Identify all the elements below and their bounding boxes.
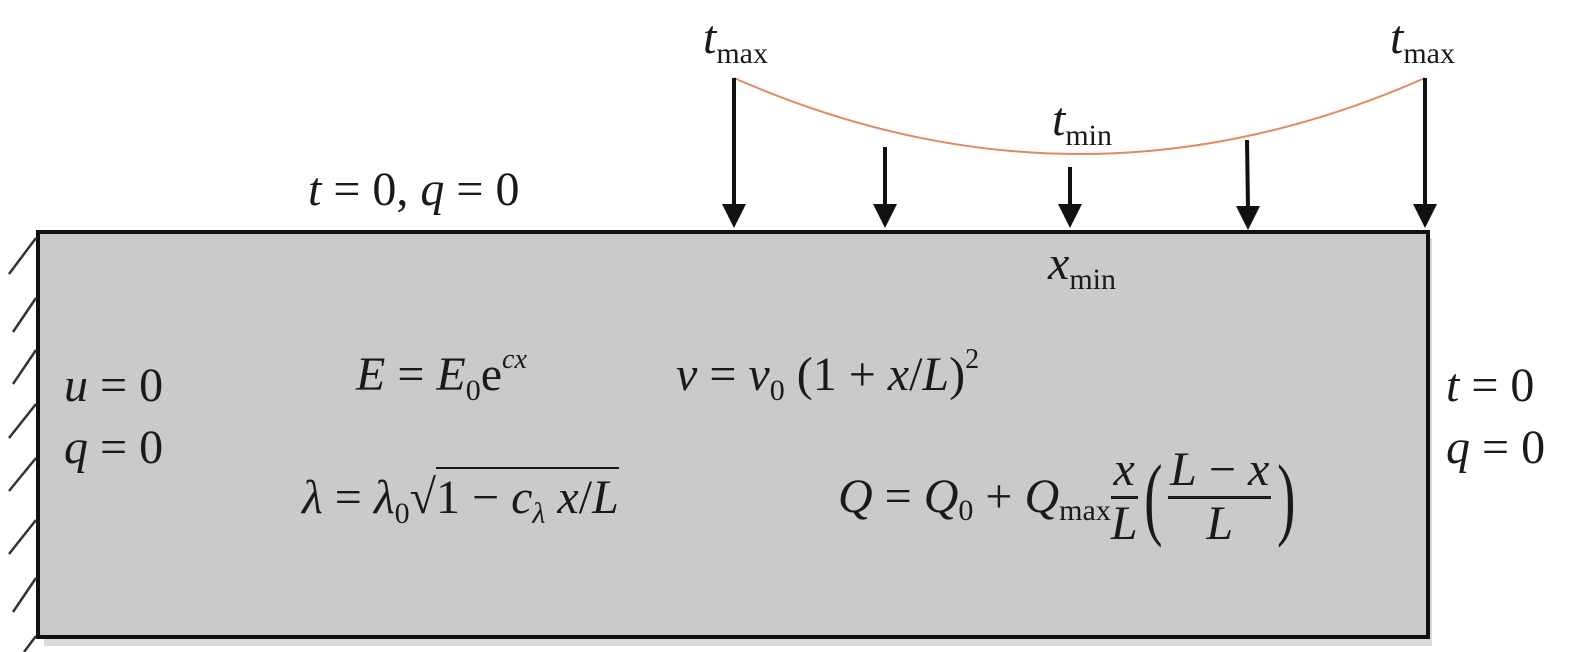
label-x-min: xmin (1048, 237, 1116, 296)
right-bc-traction: t = 0 (1446, 359, 1535, 412)
top-boundary-condition: t = 0, q = 0 (308, 163, 520, 216)
right-bc-heat-flux: q = 0 (1446, 421, 1546, 474)
formula-young-modulus: E = E0ecx (356, 344, 527, 407)
label-t-min: tmin (1052, 93, 1113, 152)
arrow-down-icon (1413, 78, 1437, 228)
arrow-down-icon (1236, 139, 1260, 230)
sqrt-radicand: 1 − cλ x/L (436, 467, 619, 529)
arrow-down-icon (873, 147, 897, 228)
left-bc-displacement: u = 0 (64, 359, 164, 412)
arrow-down-icon (1058, 167, 1082, 228)
formula-poisson-ratio: v = v0 (1 + x/L)2 (676, 344, 980, 407)
traction-distribution-curve (733, 77, 1426, 155)
fraction-x-over-L: x L (1110, 443, 1138, 550)
label-t-max-right: tmax (1390, 11, 1455, 70)
formula-thermal-conductivity: λ = λ0√1 − cλ x/L (302, 467, 619, 529)
label-t-max-left: tmax (703, 11, 768, 70)
fraction-L-minus-x-over-L: L − x L (1168, 443, 1272, 550)
beam-body (36, 230, 1430, 639)
left-bc-heat-flux: q = 0 (64, 421, 164, 474)
traction-arrows (722, 78, 1437, 230)
arrow-down-icon (722, 78, 746, 228)
fixed-support-hatch-icon (8, 237, 38, 652)
